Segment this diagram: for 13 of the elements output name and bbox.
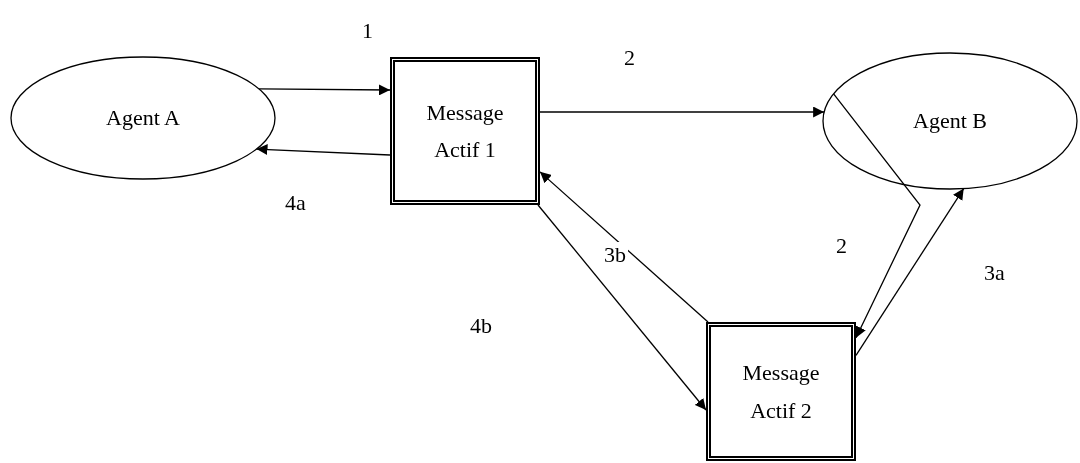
node-label: Message Actif 2 xyxy=(741,359,821,425)
arrow xyxy=(855,187,965,356)
arrow xyxy=(537,204,707,411)
arrow xyxy=(832,93,921,339)
message-box xyxy=(706,322,856,461)
node-label: Message Actif 1 xyxy=(425,98,505,164)
arrow xyxy=(539,171,709,323)
node-label: Agent B xyxy=(913,107,987,136)
node-label: Agent A xyxy=(106,104,180,133)
arrow xyxy=(255,144,391,156)
arrow xyxy=(258,84,391,96)
message-box xyxy=(390,57,540,205)
arrow xyxy=(539,106,825,118)
